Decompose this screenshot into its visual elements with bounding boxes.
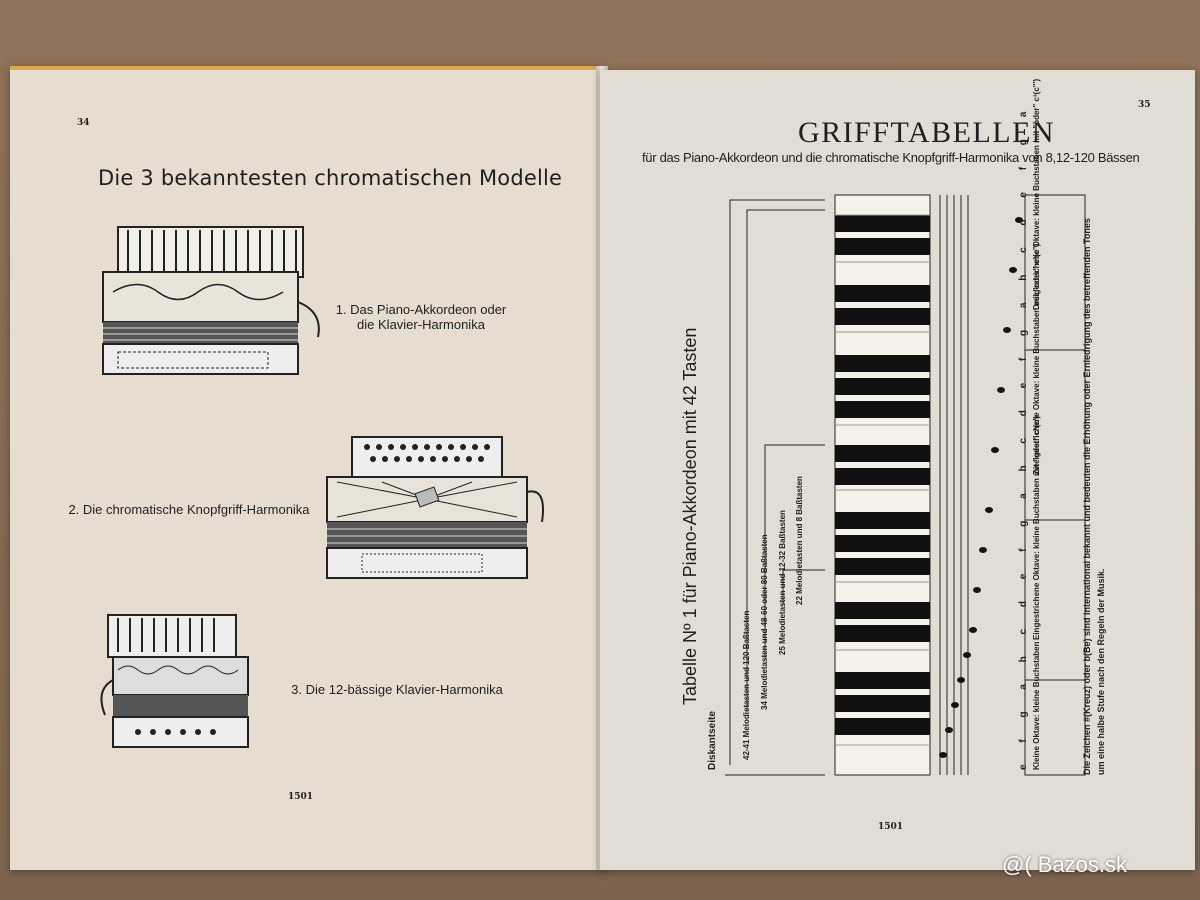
model-2-caption: 2. Die chromatische Knopfgriff-Harmonika [68, 502, 310, 517]
table-title: Tabelle Nº 1 für Piano-Akkordeon mit 42 … [680, 327, 700, 705]
model-3-caption: 3. Die 12-bässige Klavier-Harmonika [291, 682, 503, 697]
grifftabellen-subtitle: für das Piano-Akkordeon und die chromati… [642, 150, 1140, 165]
diskant-label: Diskantseite [707, 711, 718, 770]
grifftabellen-title: GRIFFTABELLEN [798, 116, 1056, 149]
model-1-caption: 1. Das Piano-Akkordeon oder die Klavier-… [326, 302, 516, 332]
note-letters: e f g a h c d e f g a h c d e f g a h c … [1018, 102, 1029, 770]
side-note: Die Zeichen #(Kreuz) oder b(Be) sind int… [1082, 218, 1106, 775]
model-1-caption-line1: 1. Das Piano-Akkordeon oder [335, 302, 507, 317]
octave-label-small: Kleine Oktave: kleine Buchstaben [1032, 641, 1041, 771]
fingering-chart-diagram [725, 194, 1086, 776]
right-page-number: 35 [1138, 100, 1151, 110]
piano-accordion-illustration [102, 226, 320, 375]
left-page: 34 Die 3 bekanntesten chromatischen Mode… [10, 66, 605, 870]
model-1-caption-line2: die Klavier-Harmonika [357, 317, 485, 332]
button-accordion-illustration [326, 436, 544, 579]
watermark: @( Bazos.sk [1002, 852, 1128, 877]
left-page-number: 34 [77, 118, 90, 128]
twelve-bass-accordion-illustration [100, 614, 249, 748]
octave-label-dreigestrichen: Dreigestrichene Oktave: kleine Buchstabe… [1032, 78, 1041, 310]
left-page-title: Die 3 bekanntesten chromatischen Modelle [98, 166, 563, 190]
right-page: 35 GRIFFTABELLEN für das Piano-Akkordeon… [600, 70, 1195, 870]
right-footer-number: 1501 [878, 822, 904, 832]
left-footer-number: 1501 [288, 792, 314, 802]
